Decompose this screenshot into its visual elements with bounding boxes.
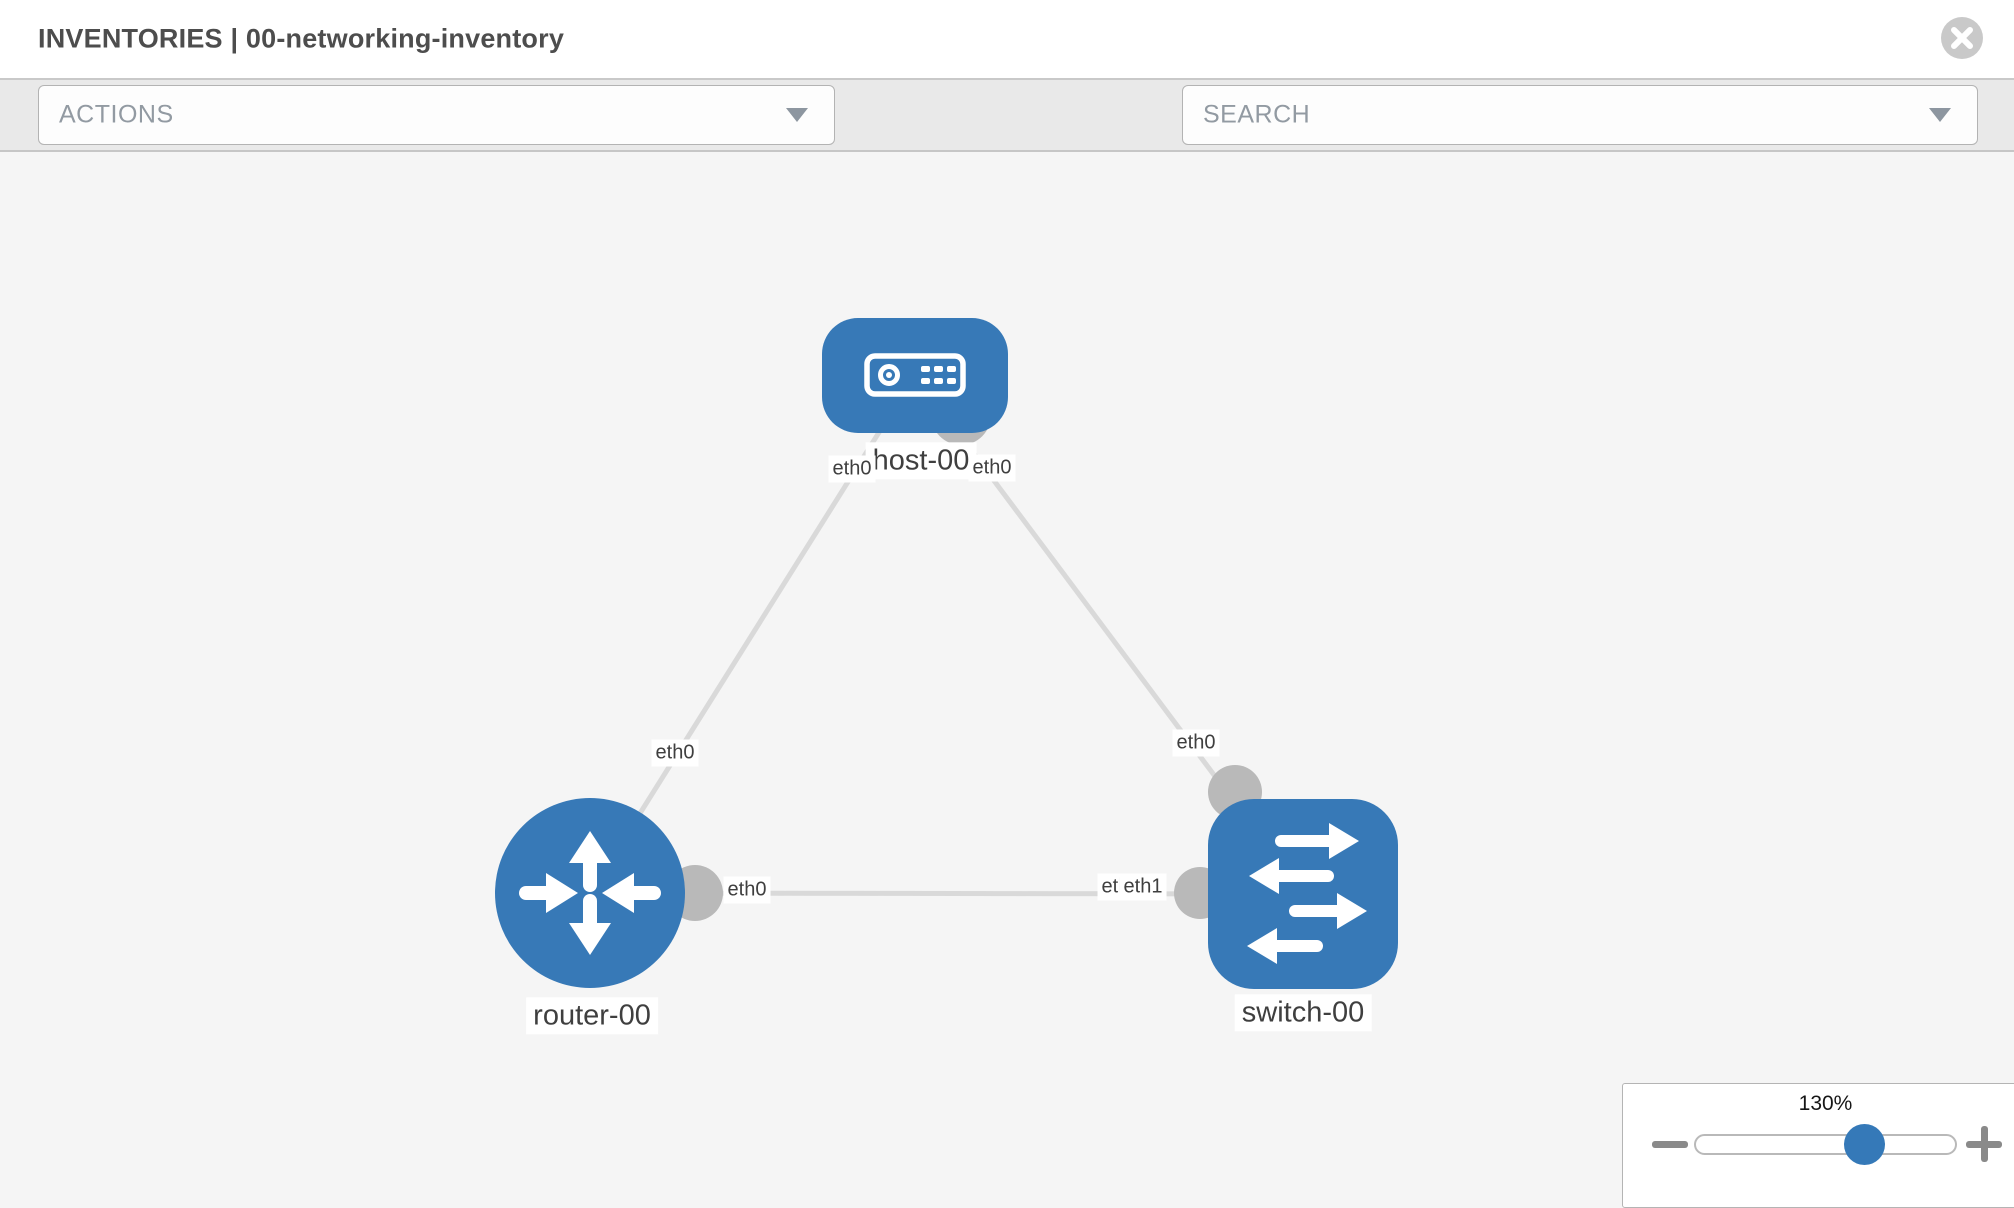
zoom-slider-thumb[interactable] (1844, 1124, 1885, 1165)
window-header: INVENTORIES | 00-networking-inventory (0, 0, 2014, 78)
zoom-level-value: 130% (1798, 1092, 1853, 1115)
interface-label-host-right: eth0 (968, 454, 1016, 482)
actions-dropdown-label: ACTIONS (59, 100, 174, 129)
interface-label-host-left: eth0 (828, 455, 876, 483)
close-icon (1951, 27, 1973, 49)
node-host-00[interactable] (822, 318, 1008, 433)
router-icon (519, 831, 661, 955)
page-title: INVENTORIES | 00-networking-inventory (38, 23, 565, 54)
actions-dropdown[interactable]: ACTIONS (38, 85, 835, 145)
close-button[interactable] (1941, 17, 1983, 59)
node-router-00[interactable] (495, 798, 685, 988)
zoom-in-button[interactable] (1966, 1126, 2002, 1162)
topology-graph (495, 318, 1398, 989)
node-switch-00[interactable] (1208, 799, 1398, 989)
interface-label-link-switch: eth0 (1172, 729, 1220, 757)
search-placeholder: SEARCH (1203, 100, 1311, 129)
node-label-switch: switch-00 (1234, 994, 1372, 1032)
zoom-panel: 130% (1622, 1083, 2014, 1208)
node-label-host: host-00 (865, 442, 977, 480)
host-icon (864, 353, 966, 397)
zoom-out-button[interactable] (1652, 1141, 1688, 1148)
switch-icon (1247, 823, 1367, 964)
node-label-router: router-00 (526, 997, 658, 1035)
caret-down-icon (1929, 108, 1951, 122)
zoom-slider-track[interactable] (1694, 1134, 1957, 1155)
topology-canvas[interactable]: host-00 router-00 switch-00 eth0 eth0 et… (0, 152, 2014, 1200)
search-dropdown[interactable]: SEARCH (1182, 85, 1978, 145)
interface-label-link-router: eth0 (651, 739, 699, 767)
toolbar: ACTIONS SEARCH (0, 78, 2014, 215)
caret-down-icon (786, 108, 808, 122)
interface-label-switch-eth1: eth1 (1119, 873, 1167, 901)
interface-label-router-eth0: eth0 (723, 876, 771, 904)
